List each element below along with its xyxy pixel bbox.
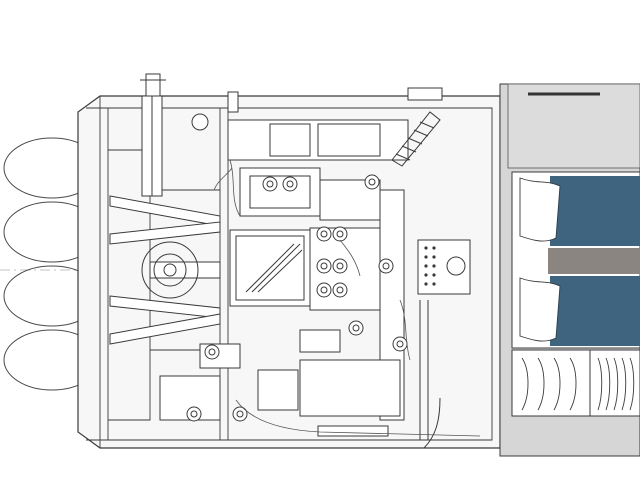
tread-right-3 bbox=[613, 357, 619, 411]
indicator-dot bbox=[424, 282, 428, 286]
fitting-core-5 bbox=[320, 286, 328, 294]
exhaust-pipe bbox=[391, 111, 441, 449]
tread-left-3 bbox=[553, 357, 561, 411]
fitting-core-15 bbox=[368, 178, 376, 186]
fitting-core-12 bbox=[208, 348, 216, 356]
fitting-core-14 bbox=[236, 410, 244, 418]
tread-right-2 bbox=[605, 357, 611, 411]
cabin bbox=[499, 83, 640, 457]
indicator-dot bbox=[432, 282, 436, 286]
pillow-2 bbox=[519, 277, 561, 342]
center-aisle bbox=[548, 248, 640, 274]
indicator-dot bbox=[424, 246, 428, 250]
berth-upper bbox=[550, 176, 640, 246]
pillow-1 bbox=[519, 177, 561, 242]
indicator-dot bbox=[432, 255, 436, 259]
top-fittings bbox=[140, 73, 443, 197]
fitting-core-11 bbox=[396, 340, 404, 348]
fitting-core-10 bbox=[352, 324, 360, 332]
tread-left-1 bbox=[521, 357, 529, 411]
indicator-dot bbox=[432, 273, 436, 277]
tread-right-4 bbox=[621, 357, 627, 411]
tread-right-1 bbox=[597, 357, 603, 411]
indicator-dot bbox=[424, 264, 428, 268]
fitting-core-9 bbox=[382, 262, 390, 270]
indicator-dot bbox=[432, 246, 436, 250]
shaft-struts bbox=[109, 195, 221, 345]
berth-pillows bbox=[519, 177, 561, 342]
fitting-core-4 bbox=[336, 262, 344, 270]
shaft-hub bbox=[141, 241, 199, 299]
fitting-core-7 bbox=[266, 180, 274, 188]
tread-left-2 bbox=[537, 357, 545, 411]
fitting-core-2 bbox=[336, 230, 344, 238]
fitting-core-3 bbox=[320, 262, 328, 270]
indicator-dot bbox=[424, 255, 428, 259]
fitting-core-6 bbox=[336, 286, 344, 294]
tread-left-4 bbox=[569, 357, 577, 411]
berth-lower bbox=[550, 276, 640, 346]
control-panel-indicators bbox=[424, 246, 436, 286]
tread-right-5 bbox=[629, 357, 635, 411]
engine-fittings bbox=[186, 174, 408, 422]
fitting-core-13 bbox=[190, 410, 198, 418]
fitting-core-8 bbox=[286, 180, 294, 188]
fitting-core-1 bbox=[320, 230, 328, 238]
stair-treads bbox=[521, 357, 635, 411]
indicator-dot bbox=[424, 273, 428, 277]
engine-block bbox=[159, 119, 409, 437]
wiring bbox=[213, 159, 481, 437]
indicator-dot bbox=[432, 264, 436, 268]
